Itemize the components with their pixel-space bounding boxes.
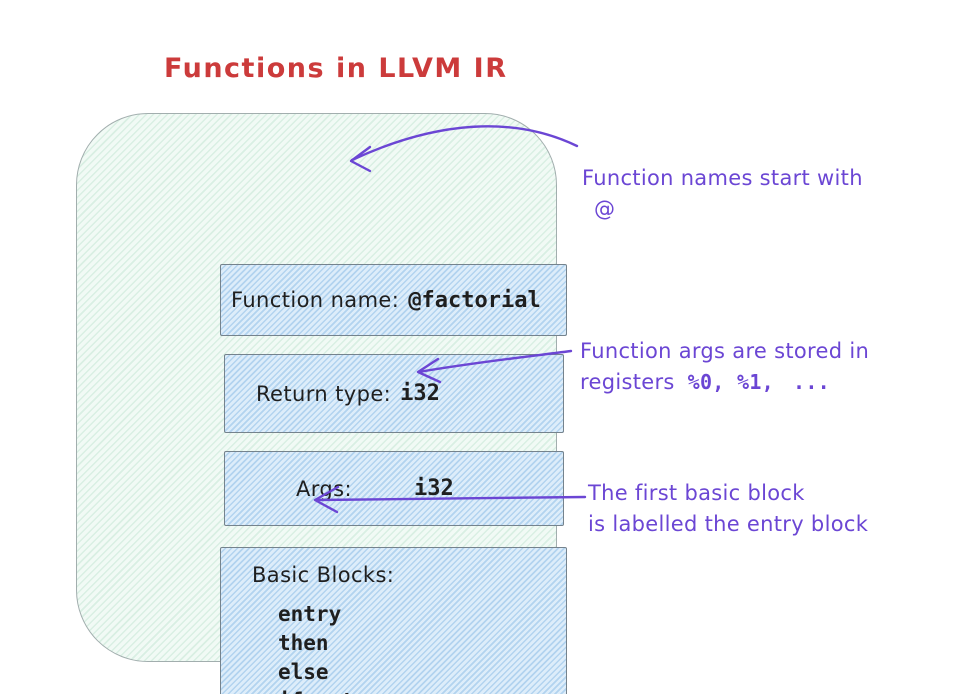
annotation-args-line1: Function args are stored in — [580, 339, 870, 363]
basic-blocks-list: entry then else ifcont — [278, 600, 566, 694]
annotation-args-registers-text: registers — [580, 370, 675, 394]
basic-block-then: then — [278, 631, 329, 655]
return-type-label: Return type: — [256, 381, 392, 406]
annotation-args: Function args are stored in registers %0… — [580, 336, 869, 398]
basic-blocks-label: Basic Blocks: — [252, 563, 395, 587]
annotation-function-names-line2: @ — [594, 197, 616, 221]
args-value: i32 — [413, 476, 454, 501]
annotation-entry-block-line1: The first basic block — [588, 481, 805, 505]
annotation-entry-block-line2: is labelled the entry block — [588, 512, 869, 536]
basic-block-entry: entry — [278, 602, 342, 626]
annotation-args-line2: registers %0, %1, ... — [580, 367, 869, 398]
return-type-box: Return type: i32 — [224, 354, 564, 433]
function-name-label: Function name: — [231, 288, 400, 312]
annotation-args-registers-code: %0, %1, — [687, 370, 775, 394]
args-box: Args: i32 — [224, 451, 564, 526]
annotation-function-names: Function names start with @ — [582, 163, 863, 225]
return-type-value: i32 — [400, 381, 440, 406]
basic-block-ifcont: ifcont — [278, 687, 566, 694]
annotation-entry-block: The first basic block is labelled the en… — [588, 478, 868, 540]
basic-blocks-box: Basic Blocks: entry then else ifcont — [220, 547, 567, 694]
diagram-title: Functions in LLVM IR — [164, 53, 508, 84]
basic-block-else: else — [278, 660, 329, 684]
function-name-value: @factorial — [408, 287, 541, 313]
args-label: Args: — [296, 476, 352, 501]
annotation-function-names-line1: Function names start with — [582, 166, 863, 190]
function-name-box: Function name: @factorial — [220, 264, 567, 336]
annotation-args-ellipsis: ... — [793, 370, 831, 394]
function-container: Function name: @factorial Return type: i… — [76, 113, 567, 694]
